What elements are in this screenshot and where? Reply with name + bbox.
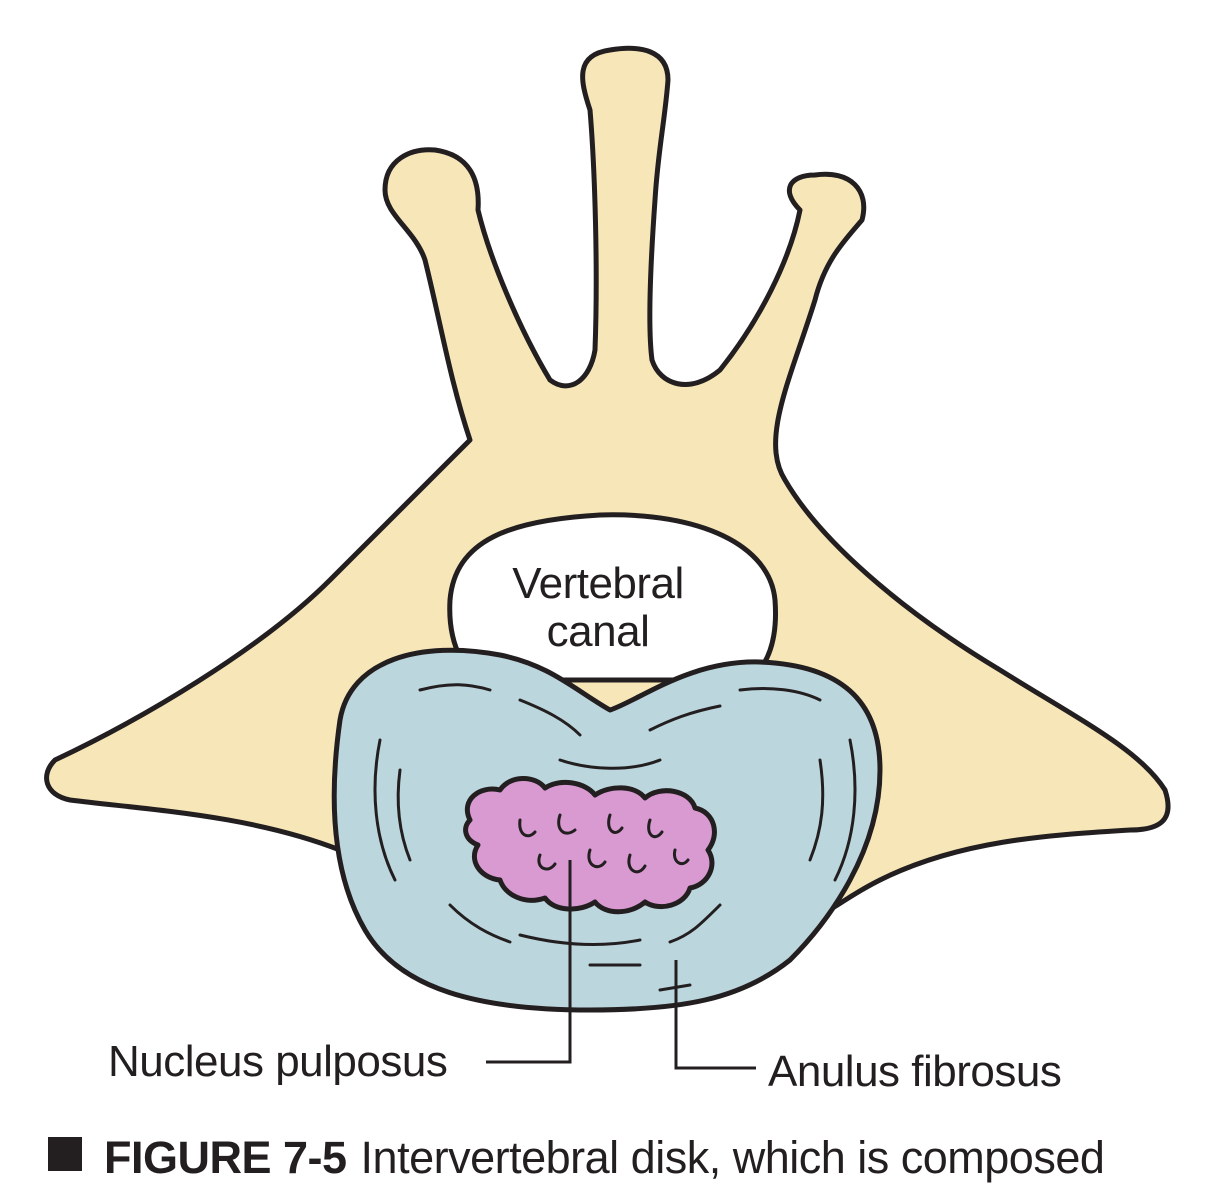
nucleus-pulposus-leader (486, 860, 572, 1064)
anulus-lamellae (373, 683, 857, 992)
figure-number: FIGURE 7-5 (104, 1132, 347, 1183)
nucleus-pulposus (463, 776, 717, 915)
vertebral-canal-label-line1: Vertebral (512, 559, 684, 608)
vertebra-bone (44, 45, 1171, 918)
nucleus-texture (518, 813, 690, 874)
nucleus-pulposus-label: Nucleus pulposus (108, 1037, 448, 1086)
vertebral-canal-label-line2: canal (546, 606, 650, 656)
figure-caption: FIGURE 7-5 Intervertebral disk, which is … (48, 1132, 1105, 1183)
anulus-fibrosus-leader (674, 960, 756, 1070)
vertebral-canal-label: Vertebral canal (448, 560, 748, 655)
caption-square-icon (48, 1137, 82, 1171)
leader-lines (486, 860, 756, 1070)
caption-text: Intervertebral disk, which is composed (360, 1132, 1105, 1183)
anulus-fibrosus-label: Anulus fibrosus (768, 1047, 1062, 1096)
